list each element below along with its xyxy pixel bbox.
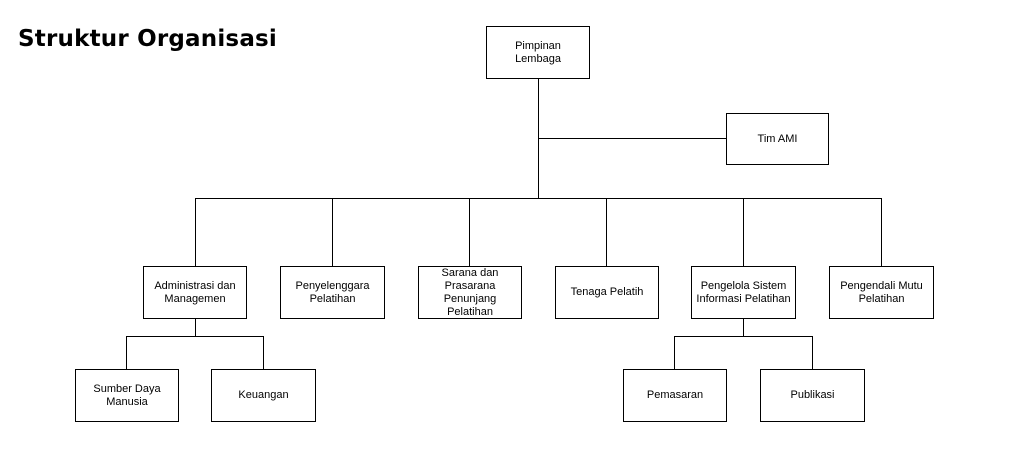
node-publikasi: Publikasi bbox=[760, 369, 865, 422]
node-label: Pengendali Mutu Pelatihan bbox=[840, 279, 923, 305]
node-label: Tenaga Pelatih bbox=[570, 286, 644, 298]
connector-lines bbox=[126, 78, 882, 369]
node-label: Pimpinan Lembaga bbox=[515, 39, 561, 65]
node-label: Pemasaran bbox=[646, 389, 704, 401]
node-penyelenggara-pelatihan: Penyelenggara Pelatihan bbox=[280, 266, 385, 319]
node-sumber-daya-manusia: Sumber Daya Manusia bbox=[75, 369, 179, 422]
node-pengelola-sistem: Pengelola Sistem Informasi Pelatihan bbox=[691, 266, 796, 319]
node-pengendali-mutu: Pengendali Mutu Pelatihan bbox=[829, 266, 934, 319]
node-tenaga-pelatih: Tenaga Pelatih bbox=[555, 266, 659, 319]
node-label: Sumber Daya Manusia bbox=[93, 382, 161, 408]
node-label: Sarana dan Prasarana Penunjang Pelatihan bbox=[441, 266, 499, 318]
node-label: Penyelenggara Pelatihan bbox=[295, 279, 370, 305]
node-label: Publikasi bbox=[790, 389, 835, 401]
node-tim-ami: Tim AMI bbox=[726, 113, 829, 165]
node-label: Pengelola Sistem Informasi Pelatihan bbox=[696, 279, 791, 305]
node-label: Keuangan bbox=[238, 389, 289, 401]
node-label: Administrasi dan Managemen bbox=[154, 279, 236, 305]
page-title: Struktur Organisasi bbox=[18, 26, 278, 52]
node-administrasi-managemen: Administrasi dan Managemen bbox=[143, 266, 247, 319]
node-label: Tim AMI bbox=[757, 132, 798, 145]
node-pemasaran: Pemasaran bbox=[623, 369, 727, 422]
node-sarana-prasarana: Sarana dan Prasarana Penunjang Pelatihan bbox=[418, 266, 522, 319]
node-keuangan: Keuangan bbox=[211, 369, 316, 422]
node-pimpinan-lembaga: Pimpinan Lembaga bbox=[486, 26, 590, 79]
